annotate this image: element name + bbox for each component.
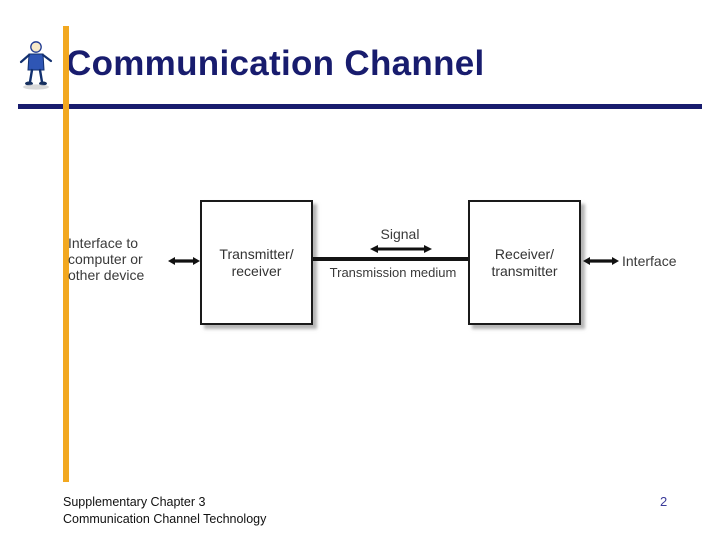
footer-line1: Supplementary Chapter 3 xyxy=(63,495,206,509)
label-interface-left-line2: computer or xyxy=(68,251,143,267)
label-interface-right: Interface xyxy=(622,253,677,269)
box-transmitter-line2: receiver xyxy=(231,262,282,279)
accent-bar xyxy=(63,26,69,482)
label-interface-left: Interface to computer or other device xyxy=(68,235,168,283)
double-arrow-left-icon xyxy=(168,254,200,266)
accent-bar-top xyxy=(63,26,69,104)
box-receiver-line2: transmitter xyxy=(491,262,558,279)
page-title: Communication Channel xyxy=(66,44,485,83)
label-interface-left-line3: other device xyxy=(68,267,145,283)
label-interface-left-line1: Interface to xyxy=(68,235,139,251)
double-arrow-signal-icon xyxy=(370,242,432,254)
communication-channel-diagram: Interface to computer or other device Tr… xyxy=(60,185,700,345)
label-transmission-medium: Transmission medium xyxy=(329,265,457,280)
double-arrow-right-icon xyxy=(583,254,619,266)
box-transmitter-receiver: Transmitter/ receiver xyxy=(200,200,313,325)
box-receiver-line1: Receiver/ xyxy=(494,245,555,262)
footer-text: Supplementary Chapter 3 Communication Ch… xyxy=(63,494,266,528)
transmission-medium-line xyxy=(313,257,468,261)
box-receiver-transmitter: Receiver/ transmitter xyxy=(468,200,581,325)
page-number: 2 xyxy=(660,494,668,509)
label-signal: Signal xyxy=(380,226,420,242)
footer-line2: Communication Channel Technology xyxy=(63,512,267,526)
box-transmitter-line1: Transmitter/ xyxy=(219,245,294,262)
title-divider xyxy=(18,104,702,109)
mascot-figure-icon xyxy=(16,38,56,90)
